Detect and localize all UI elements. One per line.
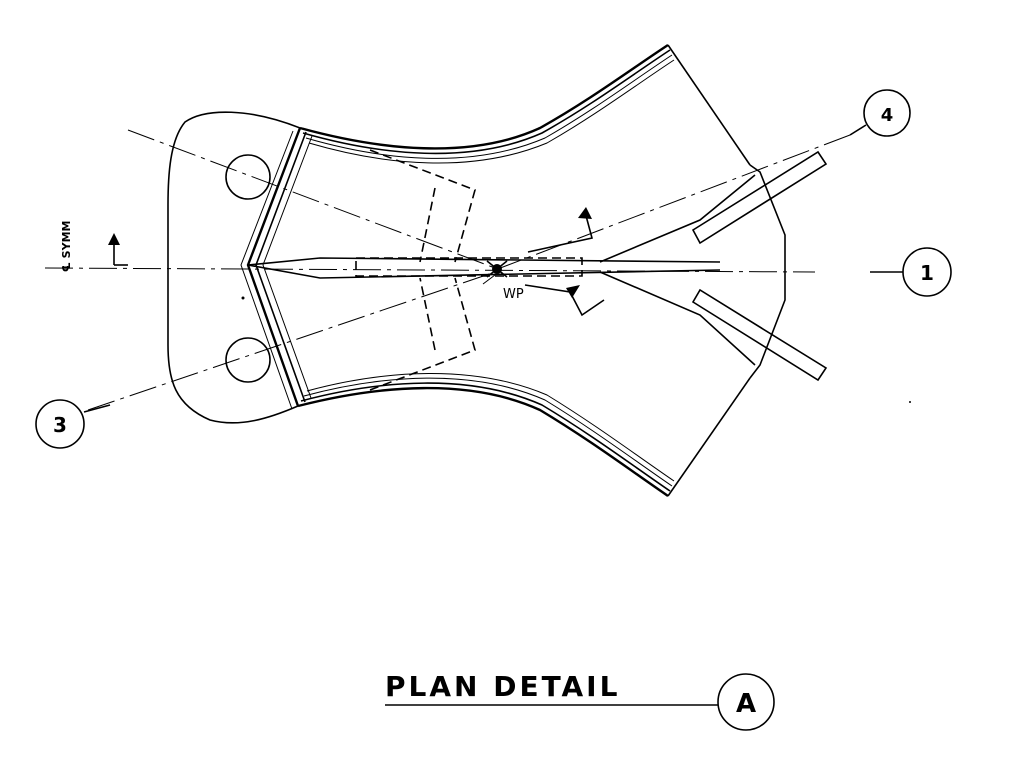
drawing-title: PLAN DETAIL — [385, 670, 620, 703]
callout-4: 4 — [849, 89, 911, 137]
lower-brace-member — [297, 373, 751, 497]
chevron-plate — [240, 127, 313, 410]
lower-diagonal-centerline — [87, 271, 496, 411]
stray-dot — [909, 401, 911, 403]
callout-3: 3 — [35, 399, 111, 449]
bolt-hole-upper — [225, 154, 271, 200]
symmetry-marker — [108, 233, 128, 266]
upper-diagonal-centerline — [127, 129, 496, 269]
clip-plate-lower — [691, 288, 828, 382]
svg-text:1: 1 — [920, 261, 934, 285]
svg-text:3: 3 — [53, 413, 67, 437]
hidden-angle-plates — [369, 149, 476, 391]
title-block: PLAN DETAIL A — [385, 670, 775, 731]
center-plate — [247, 257, 721, 279]
bolt-hole-lower — [225, 337, 271, 383]
wp-label: WP — [503, 287, 524, 302]
stray-dot — [241, 296, 245, 300]
gusset-plate-outline — [167, 111, 301, 424]
callout-1: 1 — [870, 247, 952, 297]
symmetry-centerline — [44, 267, 816, 273]
work-point — [486, 260, 508, 278]
clip-plate-upper — [691, 150, 828, 245]
svg-text:4: 4 — [881, 105, 894, 126]
section-arrow-lower — [524, 284, 605, 317]
wp-leader — [482, 274, 496, 285]
section-arrow-upper — [527, 207, 593, 253]
right-end-plate — [599, 164, 786, 379]
right-upper-centerline — [494, 134, 851, 271]
detail-tag: A — [736, 689, 756, 719]
upper-brace-member — [299, 43, 751, 166]
symm-label: ℄ SYMM — [60, 221, 73, 272]
